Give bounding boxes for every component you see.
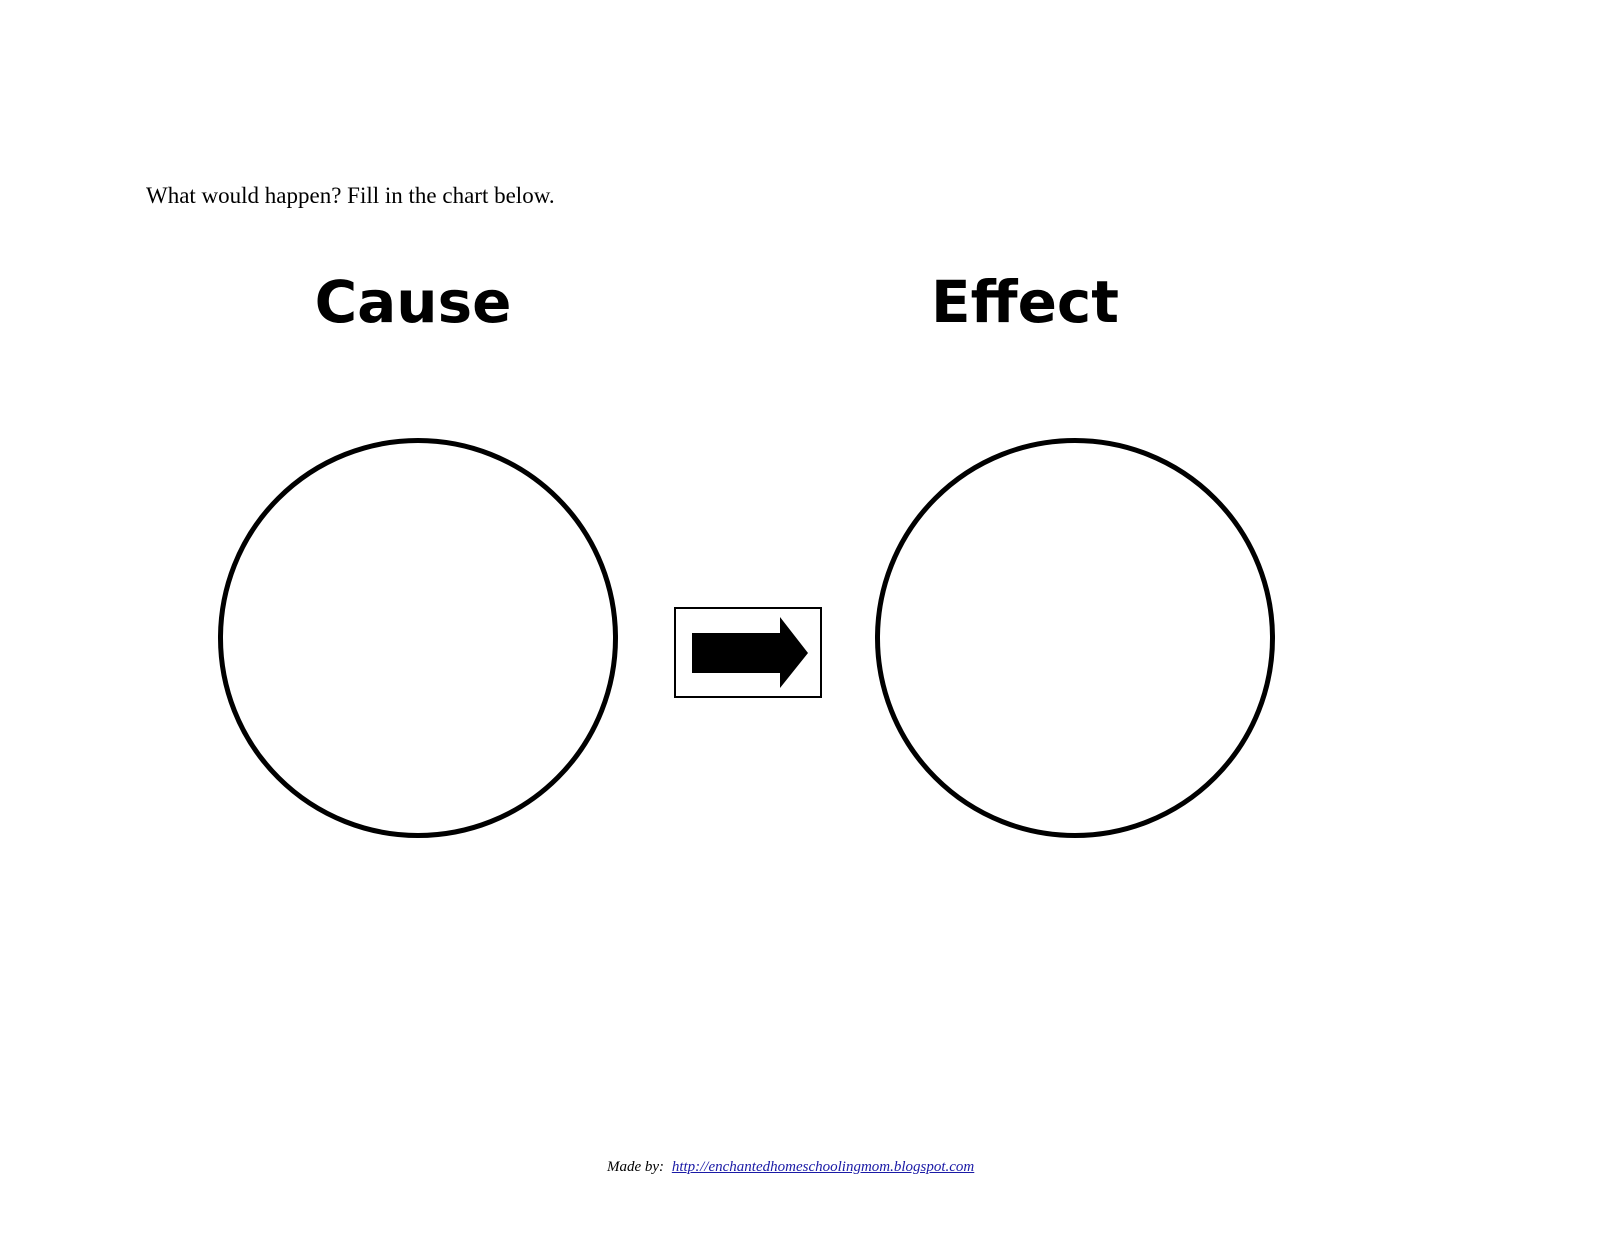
cause-circle[interactable]: [218, 438, 618, 838]
footer-label: Made by:: [607, 1159, 665, 1175]
arrow-box: [674, 607, 822, 698]
instruction-text: What would happen? Fill in the chart bel…: [146, 183, 555, 208]
cause-heading: Cause: [314, 268, 512, 336]
footer-link[interactable]: http://enchantedhomeschoolingmom.blogspo…: [671, 1159, 975, 1175]
right-arrow-icon: [692, 617, 808, 688]
effect-circle[interactable]: [875, 438, 1275, 838]
effect-heading: Effect: [930, 268, 1120, 336]
footer-credit: Made by: http://enchantedhomeschoolingmo…: [607, 1158, 974, 1176]
